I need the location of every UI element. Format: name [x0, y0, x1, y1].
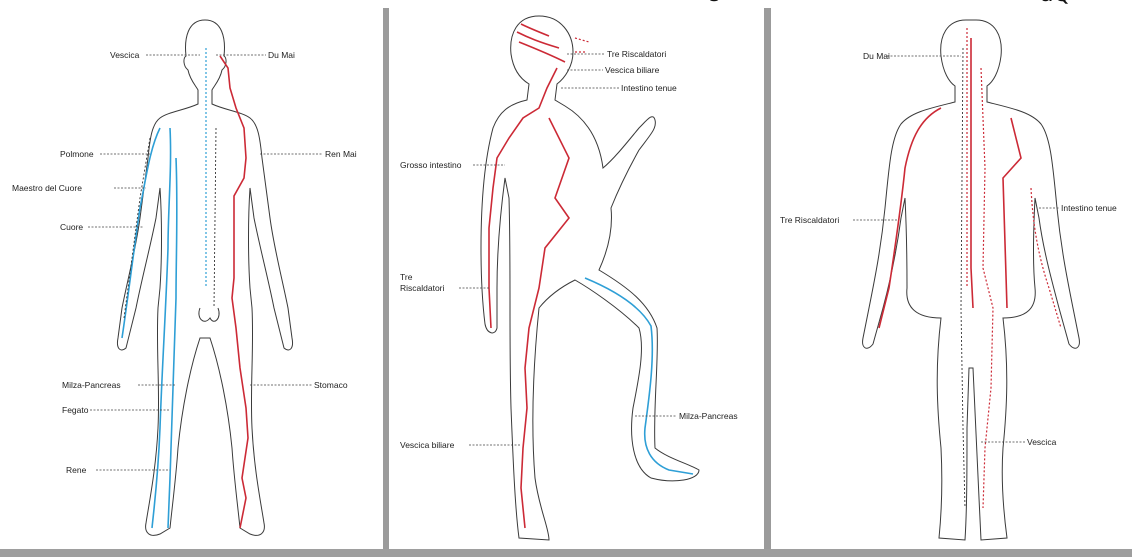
label-milza-pancreas: Milza-Pancreas [679, 411, 738, 421]
label-tre-riscaldatori: Tre Riscaldatori [780, 215, 839, 225]
label-intestino-tenue: Intestino tenue [1061, 203, 1117, 213]
back-body-figure: Du Mai Tre Riscaldatori Intestino tenue … [771, 8, 1132, 555]
label-polmone: Polmone [60, 149, 94, 159]
side-view-panel: Tre Riscaldatori Vescica biliare Intesti… [389, 8, 764, 555]
label-tre: Tre [400, 272, 413, 282]
cropped-caption: Ú ăQ [0, 0, 1132, 8]
panel-divider [764, 8, 771, 557]
label-milza-pancreas: Milza-Pancreas [62, 380, 121, 390]
label-vescica: Vescica [110, 50, 140, 60]
label-fegato: Fegato [62, 405, 89, 415]
label-intestino-tenue: Intestino tenue [621, 83, 677, 93]
label-riscaldatori: Riscaldatori [400, 283, 445, 293]
label-grosso-intestino: Grosso intestino [400, 160, 462, 170]
caption-fragment: ăQ [1040, 0, 1071, 7]
label-rene: Rene [66, 465, 87, 475]
back-view-panel: Du Mai Tre Riscaldatori Intestino tenue … [771, 8, 1132, 555]
label-vescica-biliare-top: Vescica biliare [605, 65, 660, 75]
front-view-panel: Vescica Du Mai Polmone Ren Mai Maestro d… [0, 8, 383, 555]
label-du-mai: Du Mai [863, 51, 890, 61]
label-ren-mai: Ren Mai [325, 149, 357, 159]
bottom-border [0, 549, 1132, 557]
label-tre-riscaldatori-top: Tre Riscaldatori [607, 49, 666, 59]
caption-fragment: Ú [706, 0, 722, 7]
label-du-mai: Du Mai [268, 50, 295, 60]
side-body-figure: Tre Riscaldatori Vescica biliare Intesti… [389, 8, 764, 555]
front-body-figure: Vescica Du Mai Polmone Ren Mai Maestro d… [0, 8, 383, 555]
label-stomaco: Stomaco [314, 380, 348, 390]
label-vescica: Vescica [1027, 437, 1057, 447]
label-cuore: Cuore [60, 222, 83, 232]
label-maestro-del-cuore: Maestro del Cuore [12, 183, 82, 193]
label-vescica-biliare-bottom: Vescica biliare [400, 440, 455, 450]
